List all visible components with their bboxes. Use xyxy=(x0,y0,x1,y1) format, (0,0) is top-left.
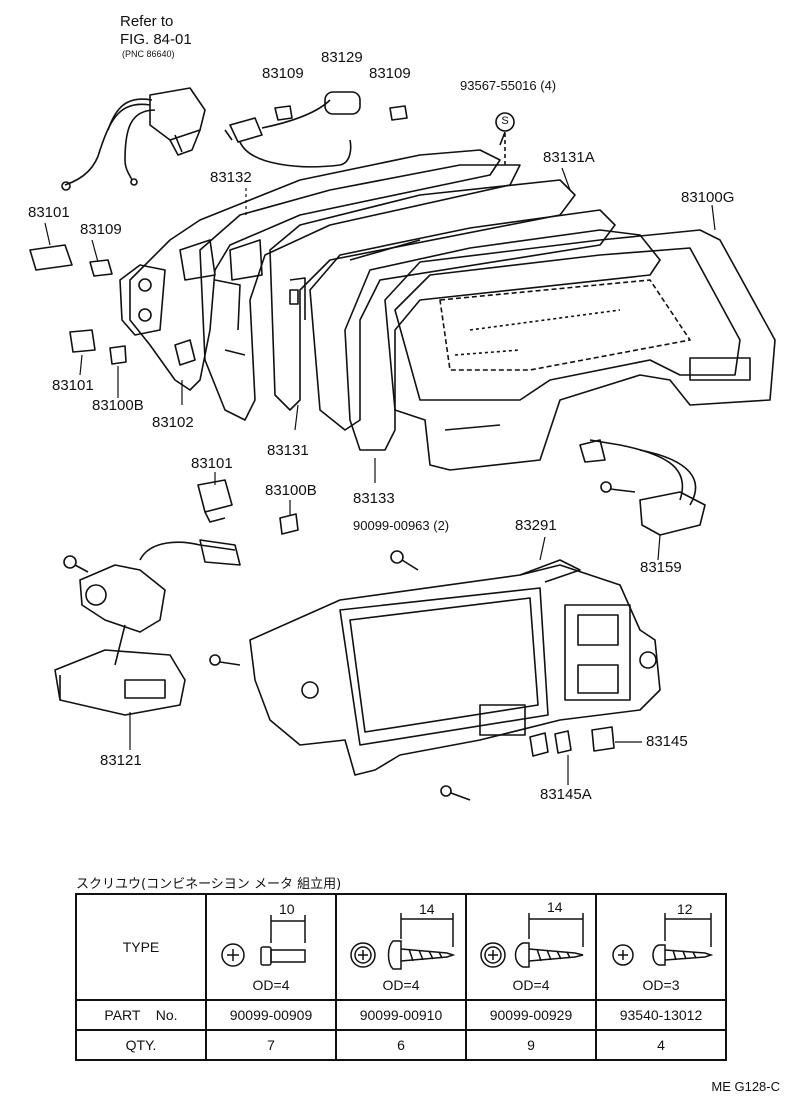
screw-type-3-icon xyxy=(480,913,584,968)
type-cell-3: 14 OD=4 xyxy=(465,893,597,1001)
qty-row-label: QTY. xyxy=(75,1029,207,1061)
part-label-83159: 83159 xyxy=(640,559,682,576)
printed-circuit xyxy=(199,164,521,421)
part-label-83291: 83291 xyxy=(515,517,557,534)
meter-hood xyxy=(344,229,661,451)
part-label-83131A: 83131A xyxy=(543,149,595,166)
dim-3: 14 xyxy=(547,899,563,915)
part-label-83101-c: 83101 xyxy=(191,455,233,472)
part-label-83145A: 83145A xyxy=(540,786,592,803)
indicator-bulbs xyxy=(529,726,615,757)
part-label-83100B-a: 83100B xyxy=(92,397,144,414)
part-label-83100G: 83100G xyxy=(681,189,735,206)
combination-meter-assembly xyxy=(209,559,661,801)
speedometer-unit xyxy=(54,539,241,716)
part-no-3: 90099-00929 xyxy=(465,999,597,1031)
screw-table-title: スクリユウ(コンビネーシヨン メータ 組立用) xyxy=(76,877,342,892)
meter-glass xyxy=(384,229,776,471)
part-label-83129: 83129 xyxy=(321,49,363,66)
screw-90099-00963 xyxy=(390,550,419,571)
figure-code: ME G128-C xyxy=(711,1079,780,1094)
part-label-83145: 83145 xyxy=(646,733,688,750)
part-label-83109-c: 83109 xyxy=(80,221,122,238)
part-label-83109-b: 83109 xyxy=(369,65,411,82)
table-row-qty: QTY. 7 6 9 4 xyxy=(75,1029,727,1061)
refer-line-2: FIG. 84-01 xyxy=(120,31,192,48)
part-no-2: 90099-00910 xyxy=(335,999,467,1031)
dim-2: 14 xyxy=(419,901,435,917)
qty-1: 7 xyxy=(205,1029,337,1061)
part-label-83132: 83132 xyxy=(210,169,252,186)
part-row-label: PART No. xyxy=(75,999,207,1031)
qty-3: 9 xyxy=(465,1029,597,1061)
part-no-1: 90099-00909 xyxy=(205,999,337,1031)
sensor-83159 xyxy=(579,439,706,536)
type-row-label: TYPE xyxy=(75,893,207,1001)
upper-bulb-harness xyxy=(224,91,408,168)
type-cell-4: 12 OD=3 xyxy=(595,893,727,1001)
s-mark: S xyxy=(501,115,509,127)
window-plate xyxy=(309,209,616,431)
od-1: OD=4 xyxy=(252,977,290,993)
part-label-83101-b: 83101 xyxy=(52,377,94,394)
part-label-83121: 83121 xyxy=(100,752,142,769)
qty-4: 4 xyxy=(595,1029,727,1061)
refer-line-1: Refer to xyxy=(120,13,174,30)
type-cell-2: 14 OD=4 xyxy=(335,893,467,1001)
screw-type-4-icon xyxy=(612,913,714,966)
part-label-83101-a: 83101 xyxy=(28,204,70,221)
part-label-83109-a: 83109 xyxy=(262,65,304,82)
part-label-93567-55016: 93567-55016 (4) xyxy=(460,78,557,93)
dim-1: 10 xyxy=(279,901,295,917)
refer-line-3: (PNC 86640) xyxy=(122,49,175,59)
dim-4: 12 xyxy=(677,901,693,917)
od-2: OD=4 xyxy=(382,977,420,993)
screw-s-symbol xyxy=(495,112,515,132)
type-cell-1: 10 OD=4 xyxy=(205,893,337,1001)
table-row-type: TYPE 10 OD=4 xyxy=(75,893,727,1001)
rear-case xyxy=(119,149,501,391)
part-label-83102: 83102 xyxy=(152,414,194,431)
part-no-4: 93540-13012 xyxy=(595,999,727,1031)
part-label-90099-00963: 90099-00963 (2) xyxy=(353,518,450,533)
meter-plate xyxy=(269,179,576,411)
wire-harness-socket xyxy=(61,87,206,191)
left-sockets xyxy=(29,244,127,365)
screw-type-2-icon xyxy=(350,913,456,970)
od-4: OD=3 xyxy=(642,977,680,993)
table-row-part: PART No. 90099-00909 90099-00910 90099-0… xyxy=(75,999,727,1031)
middle-sockets xyxy=(197,479,299,535)
od-3: OD=4 xyxy=(512,977,550,993)
part-label-83133: 83133 xyxy=(353,490,395,507)
part-label-83100B-b: 83100B xyxy=(265,482,317,499)
leader-lines xyxy=(44,167,716,785)
qty-2: 6 xyxy=(335,1029,467,1061)
part-label-83131: 83131 xyxy=(267,442,309,459)
screw-table: TYPE 10 OD=4 xyxy=(75,893,727,1061)
screw-type-1-icon xyxy=(221,915,306,967)
